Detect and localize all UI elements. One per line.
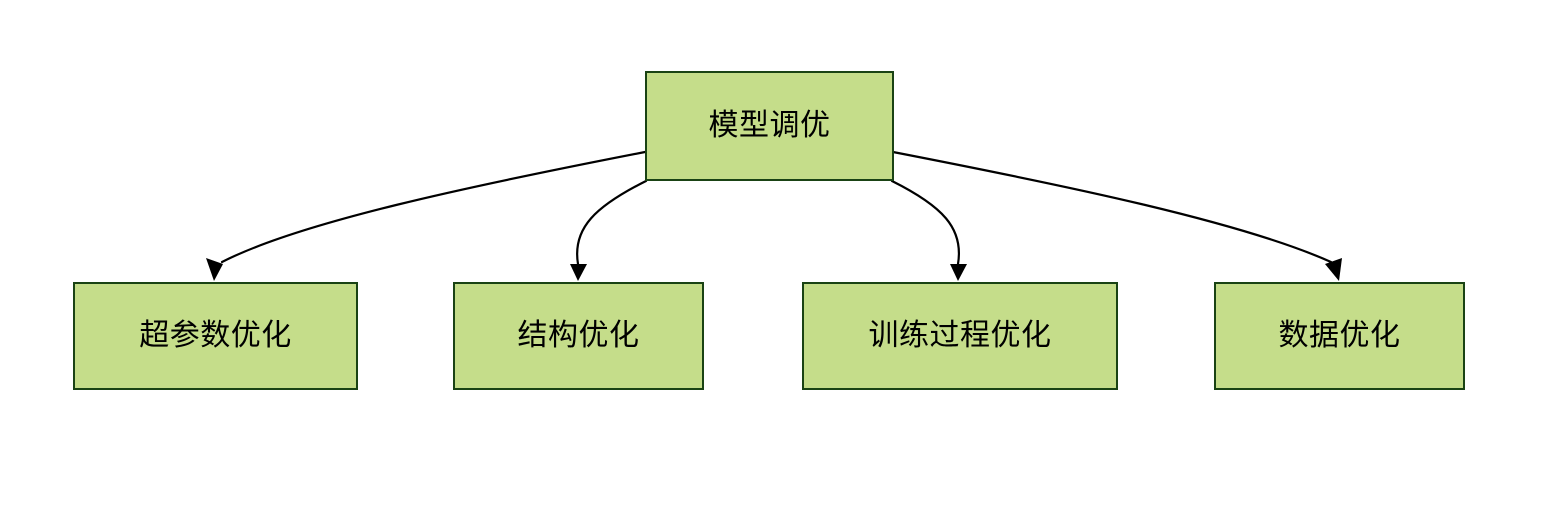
arrowhead-data-icon (1325, 258, 1342, 281)
node-child-training-process-optimization[interactable]: 训练过程优化 (802, 282, 1118, 390)
node-child-data-optimization[interactable]: 数据优化 (1214, 282, 1465, 390)
node-child-data-optimization-label: 数据优化 (1278, 319, 1401, 352)
node-child-training-process-optimization-label: 训练过程优化 (868, 319, 1052, 352)
edge-root-to-training (890, 179, 961, 266)
node-root-label: 模型调优 (708, 109, 831, 142)
node-child-structure-optimization[interactable]: 结构优化 (453, 282, 704, 390)
edge-root-to-data (891, 150, 1333, 264)
arrowhead-structure-icon (570, 264, 587, 281)
node-child-structure-optimization-label: 结构优化 (517, 319, 640, 352)
arrowhead-training-icon (950, 264, 967, 281)
edge-root-to-structure (576, 179, 648, 266)
node-child-superparam-optimization-label: 超参数优化 (139, 319, 292, 352)
arrowhead-superparam-icon (206, 258, 223, 281)
node-child-superparam-optimization[interactable]: 超参数优化 (73, 282, 358, 390)
edge-root-to-superparam (220, 150, 647, 264)
node-root[interactable]: 模型调优 (645, 71, 894, 181)
